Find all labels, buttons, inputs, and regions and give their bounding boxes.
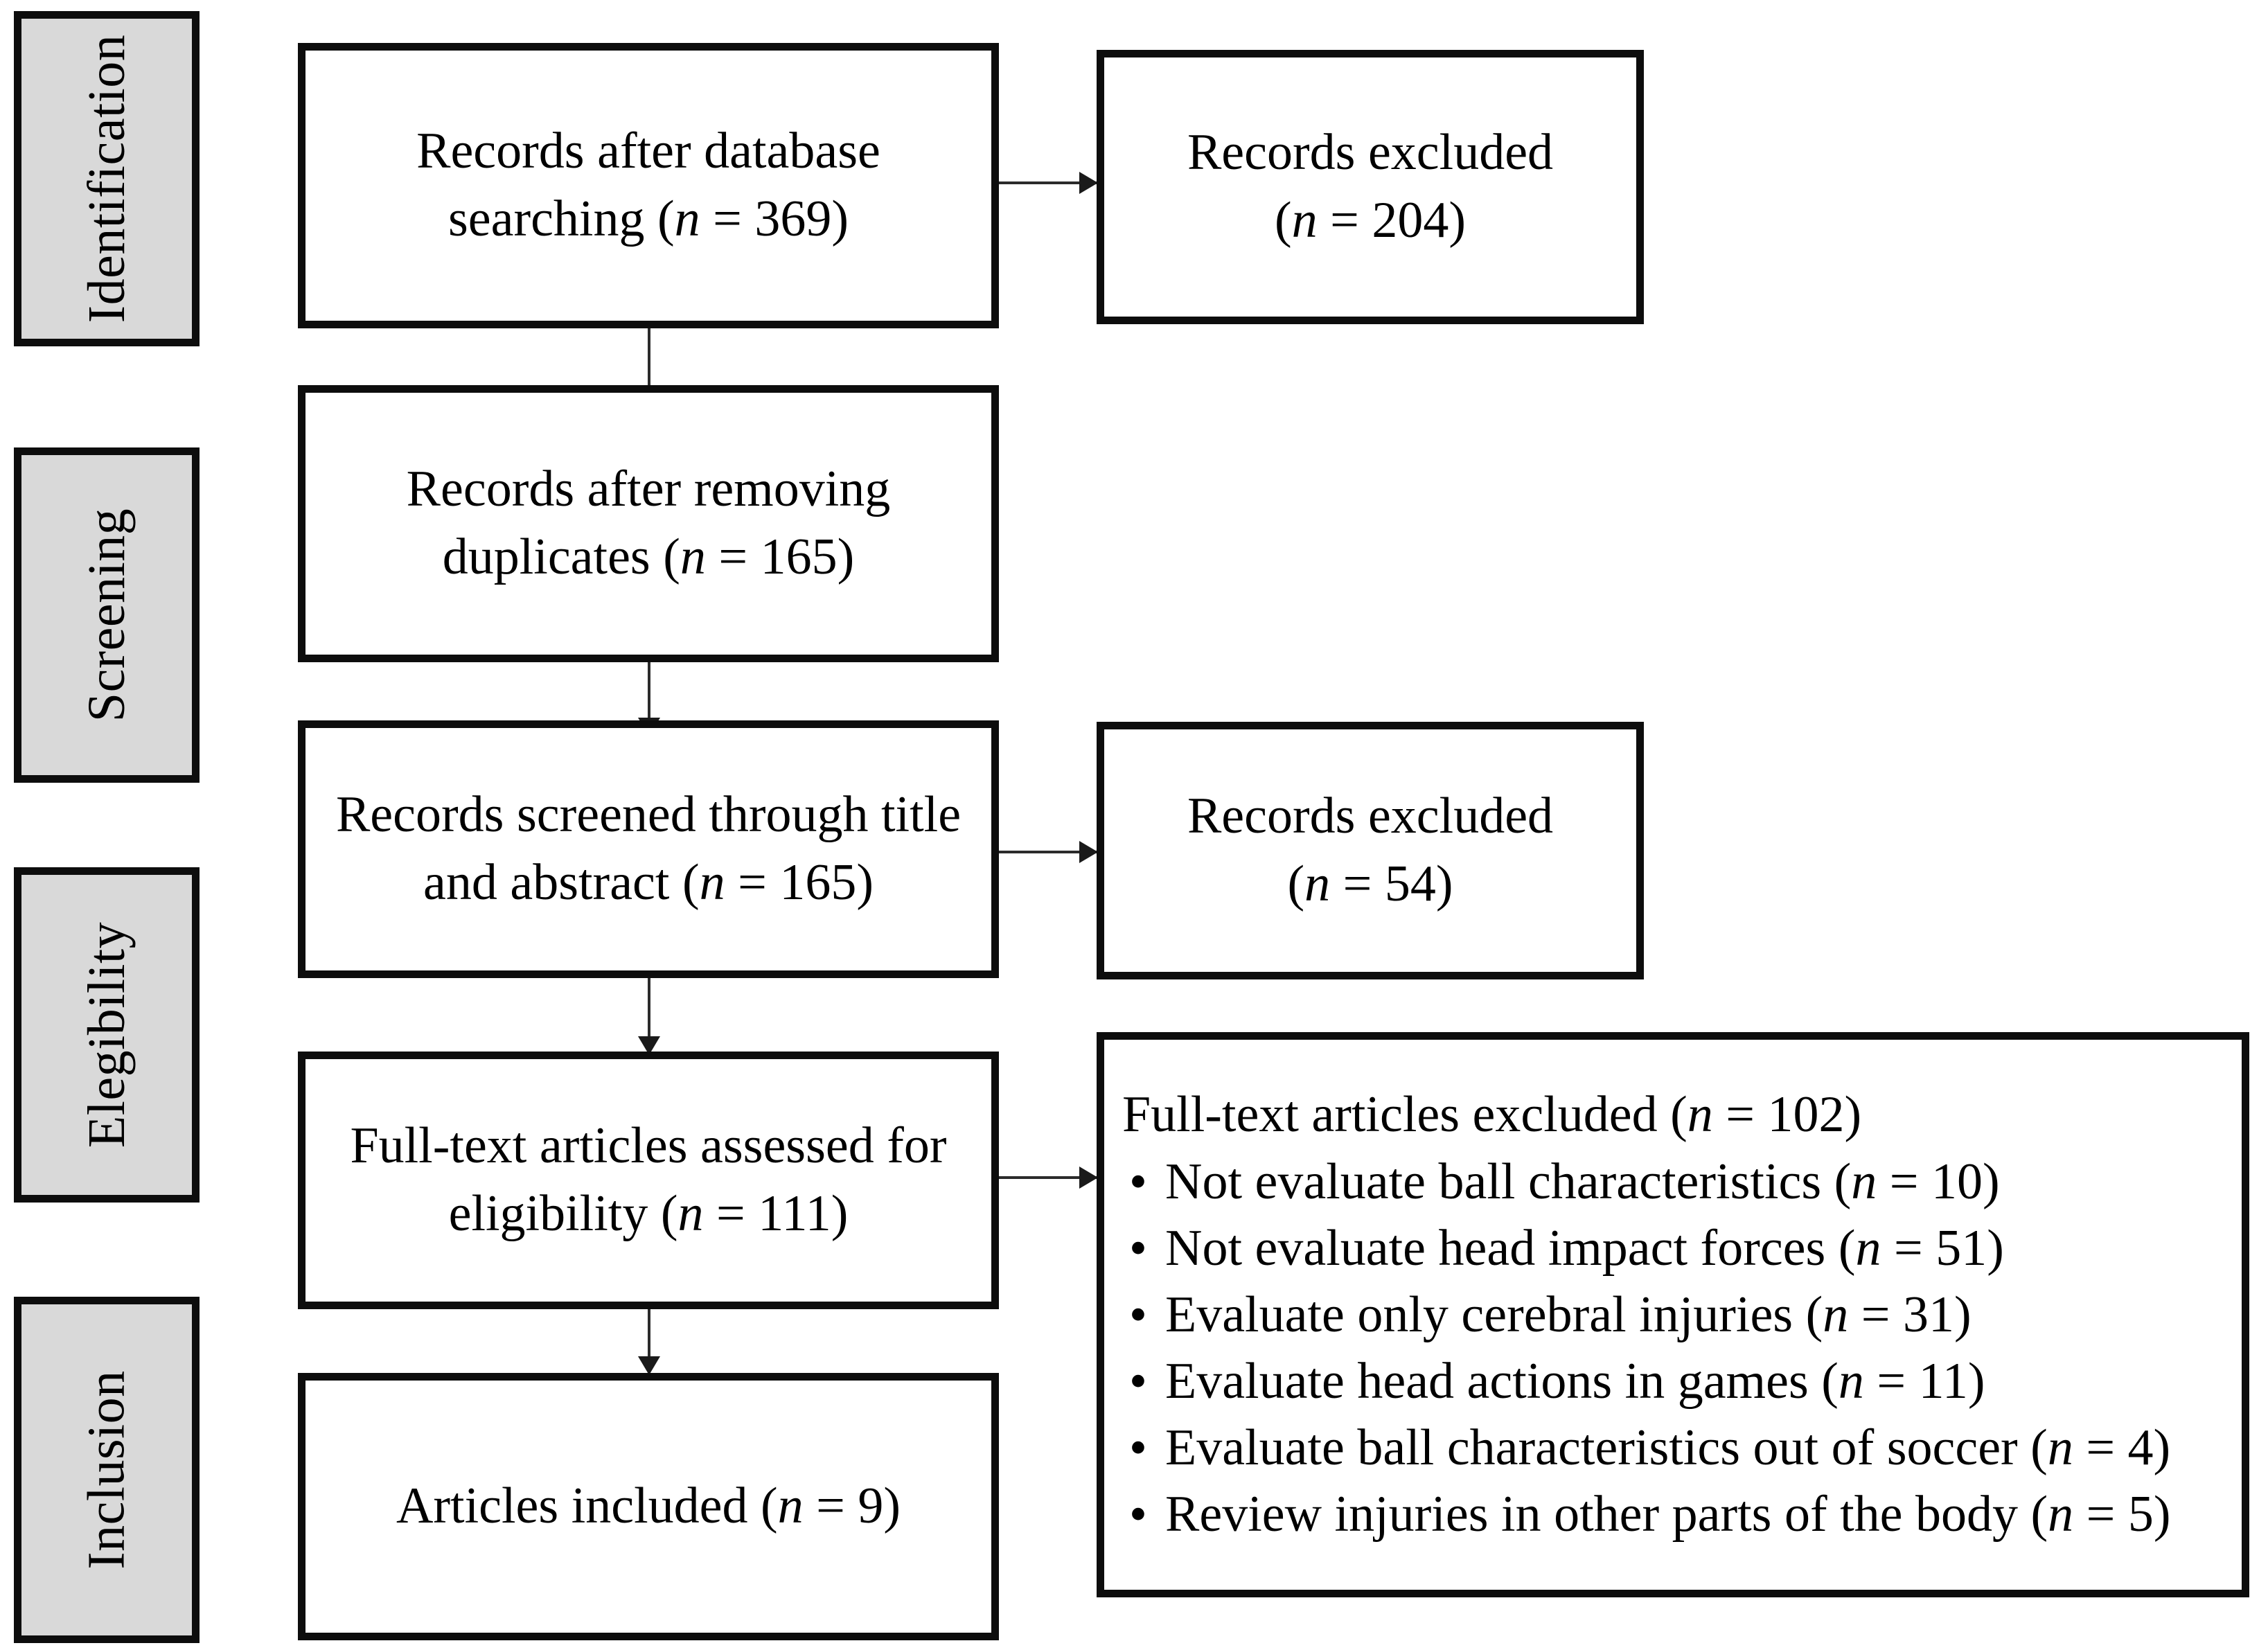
italic-n: n (2047, 1419, 2073, 1477)
box-records-after-database-searching: Records after database searching (n = 36… (298, 43, 999, 328)
list-item: • Evaluate only cerebral injuries (n = 31… (1122, 1281, 2226, 1348)
bullet-icon: • (1129, 1353, 1147, 1410)
reason-prefix: Evaluate ball characteristics out of soc… (1165, 1419, 2048, 1477)
stage-label-inclusion: Inclusion (78, 1370, 136, 1570)
italic-n: n (1823, 1286, 1849, 1343)
bullet-icon: • (1129, 1419, 1147, 1477)
reason-suffix: = 31) (1848, 1286, 1972, 1343)
box-text-records-screened: Records screened through title and abstr… (318, 781, 979, 916)
line-2-prefix: and abstract ( (423, 854, 700, 911)
bullet-icon: • (1129, 1153, 1147, 1210)
reason-prefix: Not evaluate ball characteristics ( (1165, 1153, 1852, 1210)
reason-suffix: = 5) (2073, 1486, 2171, 1543)
italic-n: n (1855, 1219, 1881, 1277)
line-2-suffix: = 111) (703, 1185, 849, 1242)
box-text-records-identified: Records after database searching (n = 36… (398, 118, 898, 253)
connector-fulltext-to-included (648, 1295, 650, 1373)
line-2-prefix: eligibility ( (448, 1185, 678, 1242)
reason-prefix: Review injuries in other parts of the bo… (1165, 1486, 2048, 1543)
fulltext-excluded-heading: Full-text articles excluded (n = 102) (1122, 1081, 2226, 1148)
italic-n: n (1851, 1153, 1877, 1210)
line-1: Records excluded (1187, 788, 1554, 845)
arrowhead-right-excluded-54 (1079, 841, 1098, 863)
stage-box-screening: Screening (14, 447, 200, 783)
italic-n: n (1291, 192, 1318, 249)
list-item: • Evaluate head actions in games (n = 11) (1122, 1348, 2226, 1414)
box-fulltext-excluded-reasons: Full-text articles excluded (n = 102) •N… (1097, 1032, 2249, 1597)
arrowhead-down-included (638, 1356, 660, 1375)
line-2-suffix: = 165) (725, 854, 874, 911)
line-1: Full-text articles assessed for (350, 1117, 947, 1175)
italic-n: n (674, 190, 700, 247)
connector-fulltext-to-excluded-102 (995, 1176, 1098, 1179)
stage-box-inclusion: Inclusion (14, 1297, 200, 1643)
box-records-excluded-identification: Records excluded (n = 204) (1097, 50, 1644, 324)
box-text-records-excluded-54: Records excluded (n = 54) (1169, 783, 1571, 918)
line-2-suffix: = 369) (700, 190, 849, 247)
reason-suffix: = 51) (1881, 1219, 2004, 1277)
stage-box-eligibility: Elegibility (14, 867, 200, 1203)
list-item: • Not evaluate ball characteristics (n = … (1122, 1148, 2226, 1215)
stage-label-identification: Identification (78, 34, 136, 323)
heading-prefix: Full-text articles excluded ( (1122, 1086, 1687, 1144)
stage-box-identification: Identification (14, 11, 200, 346)
italic-n: n (699, 854, 725, 911)
reason-prefix: Evaluate only cerebral injuries ( (1165, 1286, 1823, 1343)
box-text-fulltext-assessed: Full-text articles assessed for eligibil… (332, 1112, 964, 1248)
connector-screened-to-excluded-54 (995, 851, 1098, 853)
reason-prefix: Evaluate head actions in games ( (1165, 1353, 1839, 1410)
line-1: Records after removing (406, 461, 891, 518)
line-2-prefix: ( (1287, 855, 1305, 912)
italic-n: n (1304, 855, 1331, 912)
arrowhead-right-excluded-102 (1079, 1166, 1098, 1189)
bullet-icon: • (1129, 1219, 1147, 1277)
box-articles-included: Articles included (n = 9) (298, 1373, 999, 1640)
connector-screened-to-fulltext (648, 970, 650, 1053)
line-2-suffix: = 165) (705, 529, 855, 585)
stage-label-eligibility: Elegibility (78, 921, 136, 1148)
line-2-prefix: duplicates ( (442, 529, 680, 585)
reason-suffix: = 11) (1863, 1353, 1985, 1410)
line-2-suffix: = 54) (1330, 855, 1453, 912)
box-text-articles-included: Articles included (n = 9) (378, 1473, 919, 1541)
box-records-screened: Records screened through title and abstr… (298, 720, 999, 978)
box-fulltext-assessed-eligibility: Full-text articles assessed for eligibil… (298, 1052, 999, 1309)
box-text-records-after-duplicates: Records after removing duplicates (n = 1… (389, 456, 909, 591)
arrowhead-right-excluded-204 (1079, 172, 1098, 194)
line-2-prefix: ( (1274, 192, 1292, 249)
reason-prefix: Not evaluate head impact forces ( (1165, 1219, 1856, 1277)
heading-suffix: = 102) (1712, 1086, 1862, 1144)
line-1: Records after database (416, 123, 880, 180)
line-1: Records screened through title (335, 786, 962, 844)
box-text-records-excluded-204: Records excluded (n = 204) (1169, 119, 1571, 254)
reason-suffix: = 10) (1877, 1153, 2000, 1210)
line-1-suffix: = 9) (803, 1478, 901, 1535)
italic-n: n (777, 1478, 804, 1535)
connector-identified-to-duplicates (648, 326, 650, 402)
fulltext-excluded-reason-list: •Not evaluate ball characteristics (n = … (1122, 1148, 2226, 1548)
box-records-excluded-screening: Records excluded (n = 54) (1097, 722, 1644, 979)
italic-n: n (2048, 1486, 2074, 1543)
line-2-prefix: searching ( (448, 190, 675, 247)
line-1-prefix: Articles included ( (396, 1478, 778, 1535)
stage-label-screening: Screening (78, 508, 136, 722)
reason-suffix: = 4) (2073, 1419, 2171, 1477)
list-item: • Not evaluate head impact forces (n = 51… (1122, 1215, 2226, 1281)
connector-identified-to-excluded-204 (995, 181, 1098, 184)
italic-n: n (1838, 1353, 1864, 1410)
list-item: • Review injuries in other parts of the b… (1122, 1481, 2226, 1547)
box-records-after-removing-duplicates: Records after removing duplicates (n = 1… (298, 385, 999, 662)
connector-duplicates-to-screened (648, 658, 650, 734)
italic-n: n (1687, 1086, 1713, 1144)
line-1: Records excluded (1187, 124, 1554, 181)
bullet-icon: • (1129, 1486, 1147, 1543)
italic-n: n (680, 529, 706, 585)
italic-n: n (677, 1185, 704, 1242)
line-2-suffix: = 204) (1317, 192, 1467, 249)
list-item: • Evaluate ball characteristics out of so… (1122, 1414, 2226, 1481)
bullet-icon: • (1129, 1286, 1147, 1343)
